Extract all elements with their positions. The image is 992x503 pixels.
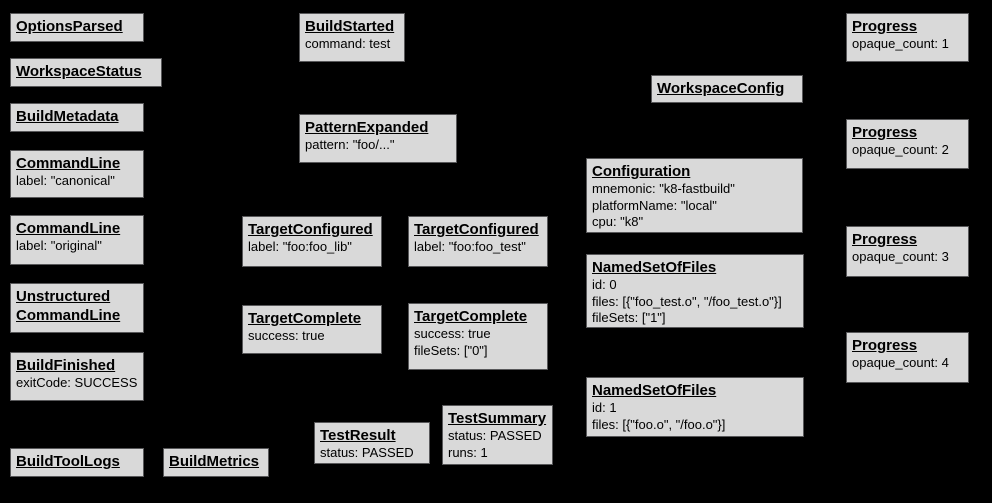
node-named-set-of-files-1: NamedSetOfFiles id: 1 files: [{"foo.o", … — [586, 377, 804, 437]
node-field: label: "original" — [16, 238, 102, 253]
node-field: platformName: "local" — [592, 197, 717, 213]
node-progress-2: Progress opaque_count: 2 — [846, 119, 969, 169]
node-field: command: test — [305, 36, 391, 51]
node-title: TargetComplete — [414, 308, 528, 325]
node-field: cpu: "k8" — [592, 214, 644, 229]
node-field: files: [{"foo_test.o", "/foo_test.o"}] — [592, 293, 782, 309]
node-options-parsed: OptionsParsed — [10, 13, 144, 42]
node-title: Progress — [852, 231, 918, 248]
node-configuration: Configuration mnemonic: "k8-fastbuild" p… — [586, 158, 803, 233]
node-title: Progress — [852, 337, 918, 354]
node-progress-1: Progress opaque_count: 1 — [846, 13, 969, 62]
node-workspace-config: WorkspaceConfig — [651, 75, 803, 103]
node-field: label: "foo:foo_test" — [414, 239, 526, 254]
node-field: opaque_count: 2 — [852, 142, 949, 157]
node-pattern-expanded: PatternExpanded pattern: "foo/..." — [299, 114, 457, 163]
node-title: BuildFinished — [16, 357, 116, 374]
node-title-line2: CommandLine — [16, 307, 121, 324]
node-field: runs: 1 — [448, 444, 488, 460]
node-title: Unstructured — [16, 288, 111, 305]
node-title: TargetConfigured — [248, 221, 373, 238]
node-title: Progress — [852, 18, 918, 35]
node-field: opaque_count: 3 — [852, 249, 949, 264]
node-field: fileSets: ["0"] — [414, 342, 488, 358]
node-title: Progress — [852, 124, 918, 141]
node-title: TargetConfigured — [414, 221, 539, 238]
node-named-set-of-files-0: NamedSetOfFiles id: 0 files: [{"foo_test… — [586, 254, 804, 328]
node-title: BuildMetadata — [16, 108, 119, 125]
node-title: CommandLine — [16, 220, 121, 237]
node-title: BuildToolLogs — [16, 453, 120, 470]
node-title: CommandLine — [16, 155, 121, 172]
node-field: status: PASSED — [320, 445, 414, 460]
node-build-metrics: BuildMetrics — [163, 448, 269, 477]
node-command-line-canonical: CommandLine label: "canonical" — [10, 150, 144, 198]
node-unstructured-command-line: Unstructured CommandLine — [10, 283, 144, 333]
node-field: files: [{"foo.o", "/foo.o"}] — [592, 416, 726, 432]
node-target-complete-lib: TargetComplete success: true — [242, 305, 382, 354]
node-progress-3: Progress opaque_count: 3 — [846, 226, 969, 277]
node-title: OptionsParsed — [16, 18, 123, 35]
node-command-line-original: CommandLine label: "original" — [10, 215, 144, 265]
node-field: success: true — [248, 328, 325, 343]
node-field: status: PASSED — [448, 428, 542, 443]
node-build-started: BuildStarted command: test — [299, 13, 405, 62]
node-title: BuildStarted — [305, 18, 395, 35]
node-title: NamedSetOfFiles — [592, 382, 717, 399]
node-target-complete-test: TargetComplete success: true fileSets: [… — [408, 303, 548, 370]
node-progress-4: Progress opaque_count: 4 — [846, 332, 969, 383]
node-build-metadata: BuildMetadata — [10, 103, 144, 132]
node-title: NamedSetOfFiles — [592, 259, 717, 276]
node-field: opaque_count: 4 — [852, 355, 949, 370]
node-test-result: TestResult status: PASSED — [314, 422, 430, 464]
node-workspace-status: WorkspaceStatus — [10, 58, 162, 87]
node-title: BuildMetrics — [169, 453, 260, 470]
node-field: pattern: "foo/..." — [305, 137, 395, 152]
node-build-tool-logs: BuildToolLogs — [10, 448, 144, 477]
node-title: WorkspaceStatus — [16, 63, 142, 80]
node-field: label: "foo:foo_lib" — [248, 239, 352, 254]
node-title: Configuration — [592, 163, 691, 180]
node-field: mnemonic: "k8-fastbuild" — [592, 181, 735, 196]
node-test-summary: TestSummary status: PASSED runs: 1 — [442, 405, 553, 465]
node-target-configured-foo-lib: TargetConfigured label: "foo:foo_lib" — [242, 216, 382, 267]
node-field: success: true — [414, 326, 491, 341]
node-field: id: 0 — [592, 277, 617, 292]
node-target-configured-foo-test: TargetConfigured label: "foo:foo_test" — [408, 216, 548, 267]
node-title: TargetComplete — [248, 310, 362, 327]
node-title: PatternExpanded — [305, 119, 429, 136]
node-title: TestSummary — [448, 410, 547, 427]
node-field: id: 1 — [592, 400, 617, 415]
node-field: label: "canonical" — [16, 173, 115, 188]
node-field: exitCode: SUCCESS — [16, 375, 138, 390]
node-title: WorkspaceConfig — [657, 80, 785, 97]
node-field: fileSets: ["1"] — [592, 310, 666, 325]
node-field: opaque_count: 1 — [852, 36, 949, 51]
node-build-finished: BuildFinished exitCode: SUCCESS — [10, 352, 144, 401]
node-title: TestResult — [320, 427, 396, 444]
